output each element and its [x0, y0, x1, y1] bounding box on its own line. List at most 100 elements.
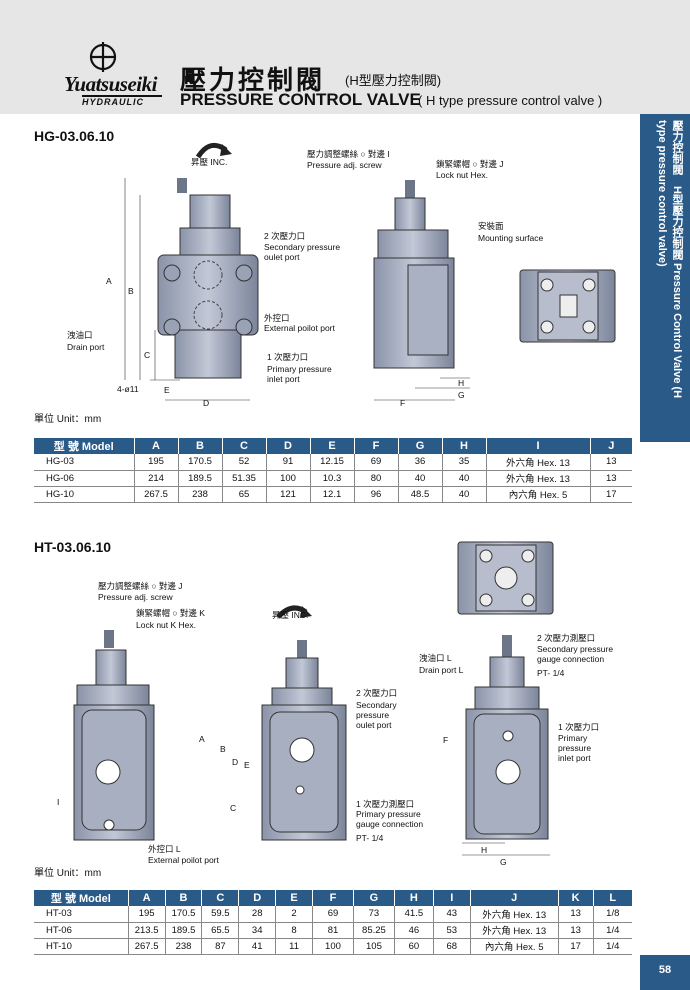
table-cell: 40 — [442, 470, 487, 487]
table-cell: 外六角 Hex. 13 — [486, 454, 591, 471]
ht-sec-en1: Secondary — [356, 700, 397, 710]
table-cell: 內六角 Hex. 5 — [486, 486, 591, 503]
table-cell: 13 — [590, 470, 632, 487]
hg-sec-en1: Secondary pressure — [264, 242, 341, 252]
hg-dim-c: C — [144, 350, 151, 360]
table-cell: 73 — [353, 906, 395, 923]
side-tab-text: 壓力控制閥 H型壓力控制閥 Pressure Control Valve (H … — [656, 120, 683, 399]
table-cell: 13 — [558, 906, 594, 923]
ht-pri-en1: Primary — [558, 733, 588, 743]
table-cell: 80 — [354, 470, 399, 487]
hg-header-6: F — [354, 438, 399, 454]
hg-pri-en2: inlet port — [267, 374, 300, 384]
table-cell: 100 — [266, 470, 311, 487]
table-cell: 內六角 Hex. 5 — [470, 938, 559, 955]
hg-section-title: HG-03.06.10 — [34, 128, 115, 144]
hg-adj-en: Pressure adj. screw — [307, 160, 382, 170]
ht-drain-cn: 洩油口 L — [419, 653, 452, 663]
ht-gauge2-pt: PT- 1/4 — [537, 668, 565, 678]
table-cell: 46 — [394, 922, 434, 939]
hg-dim-e: E — [164, 385, 170, 395]
ht-dim-c: C — [230, 803, 237, 813]
table-cell: 11 — [275, 938, 313, 955]
hg-mount-en: Mounting surface — [478, 233, 544, 243]
hg-header-0: 型 號 Model — [34, 438, 135, 454]
ht-pri-en3: inlet port — [558, 753, 591, 763]
hg-header-8: H — [442, 438, 487, 454]
ht-header-3: C — [201, 890, 240, 906]
hg-header-10: J — [590, 438, 632, 454]
table-cell: 51.35 — [222, 470, 267, 487]
ht-dim-e: E — [244, 760, 250, 770]
hg-drain-en: Drain port — [67, 342, 105, 352]
table-cell: 40 — [398, 470, 443, 487]
hg-lock-en: Lock nut Hex. — [436, 170, 488, 180]
table-cell: 100 — [312, 938, 354, 955]
table-cell: 17 — [590, 486, 632, 503]
ht-dim-g: G — [500, 857, 507, 867]
table-cell: 195 — [134, 454, 179, 471]
table-cell: 41 — [238, 938, 277, 955]
ht-gauge1-pt: PT- 1/4 — [356, 833, 384, 843]
table-cell: 189.5 — [165, 922, 203, 939]
ht-sec-en3: oulet port — [356, 720, 392, 730]
table-cell: 36 — [398, 454, 443, 471]
table-cell: HT-10 — [34, 938, 129, 955]
ht-dim-d: D — [232, 757, 239, 767]
hg-adj-cn: 壓力調整螺絲 ○ 對邊 I — [307, 149, 390, 159]
hg-pri-en1: Primary pressure — [267, 364, 332, 374]
page-subtitle-cn: (H型壓力控制閥) — [345, 73, 442, 88]
table-cell: 外六角 Hex. 13 — [486, 470, 591, 487]
hg-mount-cn: 安裝面 — [478, 221, 504, 231]
ht-header-12: L — [593, 890, 632, 906]
ht-gauge1-en2: gauge connection — [356, 819, 424, 829]
table-cell: 2 — [275, 906, 313, 923]
ht-header-10: J — [470, 890, 559, 906]
hg-dim-b: B — [128, 286, 134, 296]
table-cell: 121 — [266, 486, 311, 503]
table-cell: 48.5 — [398, 486, 443, 503]
ht-pri-cn: 1 次壓力口 — [558, 722, 600, 732]
ht-header-9: I — [433, 890, 471, 906]
table-cell: HG-03 — [34, 454, 135, 471]
table-cell: 65.5 — [201, 922, 240, 939]
hg-pri-cn: 1 次壓力口 — [267, 352, 309, 362]
ht-header-11: K — [558, 890, 594, 906]
ht-header-4: D — [238, 890, 277, 906]
table-cell: 41.5 — [394, 906, 434, 923]
table-cell: 13 — [558, 922, 594, 939]
ht-left-view — [73, 630, 155, 841]
ht-dim-a: A — [199, 734, 205, 744]
page-number: 58 — [640, 955, 690, 990]
ht-inc-label: 昇壓 INC. — [272, 610, 309, 620]
hg-drawing — [124, 142, 616, 401]
table-cell: HT-06 — [34, 922, 129, 939]
ht-unit: 單位 Unit：mm — [34, 868, 102, 879]
table-cell: 69 — [312, 906, 354, 923]
hg-dim-f: F — [400, 398, 406, 408]
table-cell: 65 — [222, 486, 267, 503]
ht-header-6: F — [312, 890, 354, 906]
table-cell: 85.25 — [353, 922, 395, 939]
table-cell: 外六角 Hex. 13 — [470, 922, 559, 939]
hg-dim-d: D — [203, 398, 210, 408]
table-cell: 170.5 — [178, 454, 223, 471]
ht-gauge2-en2: gauge connection — [537, 654, 605, 664]
hg-header-2: B — [178, 438, 223, 454]
table-cell: 28 — [238, 906, 277, 923]
hg-holes-label: 4-ø11 — [117, 384, 139, 394]
hg-dim-a: A — [106, 276, 112, 286]
table-cell: 1/4 — [593, 938, 632, 955]
table-cell: 60 — [394, 938, 434, 955]
page-title-en: PRESSURE CONTROL VALVE — [180, 90, 421, 109]
ht-dim-b: B — [220, 744, 226, 754]
table-cell: 53 — [433, 922, 471, 939]
page-title-cn: 壓力控制閥 — [180, 65, 326, 95]
hg-ext-en: External poilot port — [264, 323, 335, 333]
table-cell: 52 — [222, 454, 267, 471]
logo-text: Yuatsuseiki — [64, 72, 157, 96]
ht-header-7: G — [353, 890, 395, 906]
